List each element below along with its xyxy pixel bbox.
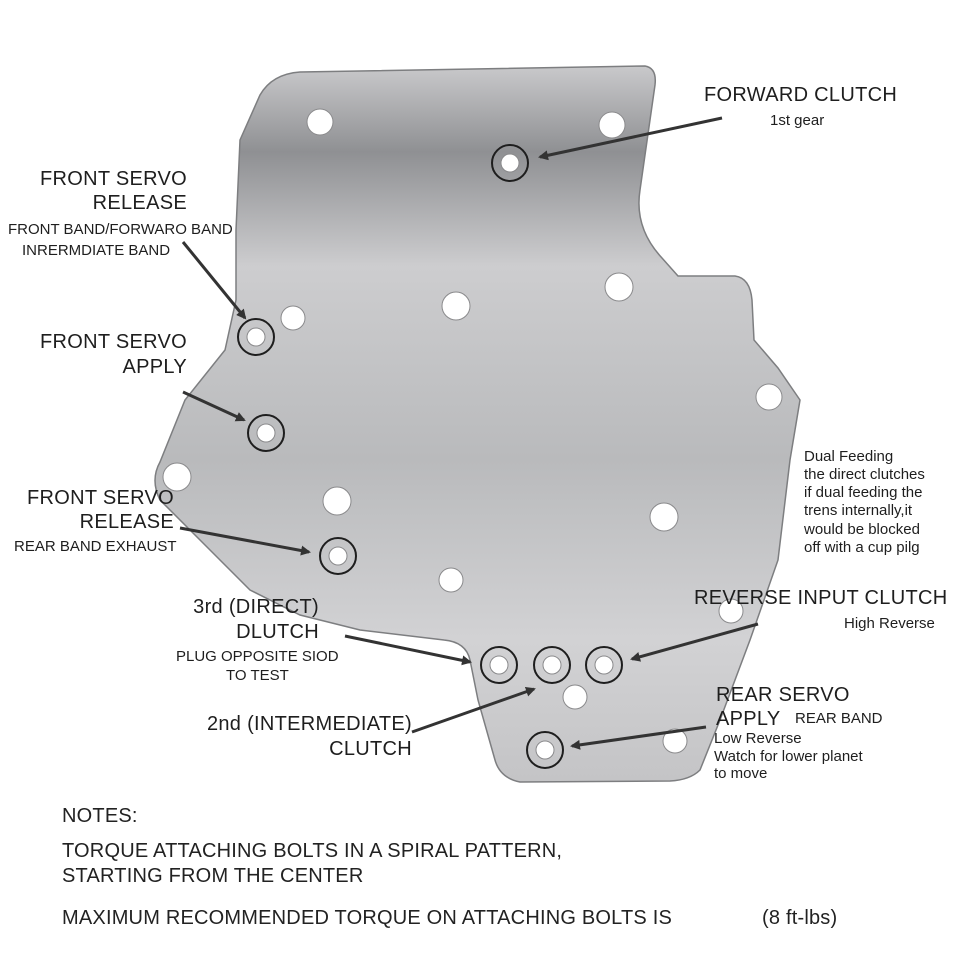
arrow-rear-servo-apply <box>570 725 707 750</box>
front-servo-release-port-ring <box>237 318 275 356</box>
arrow-forward-clutch <box>538 116 723 161</box>
front-servo-apply-port-ring <box>247 414 285 452</box>
front-servo-release-title-2: RELEASE <box>92 192 187 214</box>
reverse-input-clutch-port-ring <box>585 646 623 684</box>
dual-feeding-line-2: the direct clutches <box>804 466 925 483</box>
dual-feeding-line-6: off with a cup pilg <box>804 539 920 556</box>
arrow-reverse-input-clutch <box>630 622 759 662</box>
dual-feeding-line-5: would be blocked <box>804 521 920 538</box>
notes-heading: NOTES: <box>62 805 138 827</box>
plate-hole <box>562 684 588 710</box>
rear-band-exhaust-label: REAR BAND EXHAUST <box>14 538 177 555</box>
rear-servo-sub-1: Low Reverse <box>714 730 802 747</box>
separator-plate <box>154 65 801 783</box>
plate-hole <box>662 728 688 754</box>
arrow-front-servo-release <box>181 241 247 320</box>
plate-hole <box>604 272 634 302</box>
rear-band-exhaust-port-ring <box>319 537 357 575</box>
plate-hole <box>755 383 783 411</box>
front-servo-release-sub-1: FRONT BAND/FORWARO BAND <box>8 221 233 238</box>
direct-clutch-sub-2: TO TEST <box>226 667 289 684</box>
plate-hole <box>598 111 626 139</box>
direct-clutch-title-2: DLUTCH <box>236 621 319 643</box>
plate-hole <box>280 305 306 331</box>
rear-servo-title-1: REAR SERVO <box>716 684 850 706</box>
notes-line-1: TORQUE ATTACHING BOLTS IN A SPIRAL PATTE… <box>62 840 563 862</box>
notes-line-2: STARTING FROM THE CENTER <box>62 865 364 887</box>
direct-clutch-port-ring <box>480 646 518 684</box>
arrow-rear-band-exhaust <box>179 526 311 556</box>
front-servo-release-title-1: FRONT SERVO <box>39 168 187 190</box>
direct-clutch-title-1: 3rd (DIRECT) <box>193 596 319 618</box>
front-servo-release-2-title-1: FRONT SERVO <box>26 487 174 509</box>
torque-value: (8 ft-lbs) <box>762 907 838 929</box>
plate-hole <box>438 567 464 593</box>
plate-hole <box>718 598 744 624</box>
reverse-input-clutch-title: REVERSE INPUT CLUTCH <box>694 587 948 609</box>
plate-hole <box>441 291 471 321</box>
plate-hole <box>162 462 192 492</box>
intermediate-clutch-title-2: CLUTCH <box>329 738 412 760</box>
notes-line-3: MAXIMUM RECOMMENDED TORQUE ON ATTACHING … <box>62 907 673 929</box>
plate-holes <box>162 108 783 754</box>
arrow-intermediate-clutch <box>411 686 536 734</box>
front-servo-release-sub-2: INRERMDIATE BAND <box>22 242 171 259</box>
reverse-input-clutch-sub: High Reverse <box>844 615 935 632</box>
intermediate-clutch-port-ring <box>526 731 564 769</box>
rear-servo-sub-2: Watch for lower planet <box>714 748 863 765</box>
arrow-front-servo-apply <box>182 390 246 422</box>
forward-clutch-sub: 1st gear <box>770 112 825 129</box>
dual-feeding-line-4: trens internally,it <box>804 502 913 519</box>
plate-hole <box>306 108 334 136</box>
forward-clutch-port-ring <box>491 144 529 182</box>
reverse-port-ring-middle <box>533 646 571 684</box>
plate-hole <box>322 486 352 516</box>
dual-feeding-line-3: if dual feeding the <box>804 484 923 501</box>
plate-hole <box>649 502 679 532</box>
front-servo-release-2-title-2: RELEASE <box>79 511 174 533</box>
dual-feeding-line-1: Dual Feeding <box>804 448 894 465</box>
arrow-direct-clutch <box>344 634 472 666</box>
rear-servo-title-2: APPLY <box>716 708 781 730</box>
front-servo-apply-title-1: FRONT SERVO <box>39 331 187 353</box>
direct-clutch-sub-1: PLUG OPPOSITE SIOD <box>176 648 339 665</box>
rear-servo-band: REAR BAND <box>795 710 883 727</box>
intermediate-clutch-title-1: 2nd (INTERMEDIATE) <box>206 713 412 735</box>
front-servo-apply-title-2: APPLY <box>122 356 187 378</box>
forward-clutch-title: FORWARD CLUTCH <box>704 84 898 106</box>
rear-servo-sub-3: to move <box>714 765 768 782</box>
